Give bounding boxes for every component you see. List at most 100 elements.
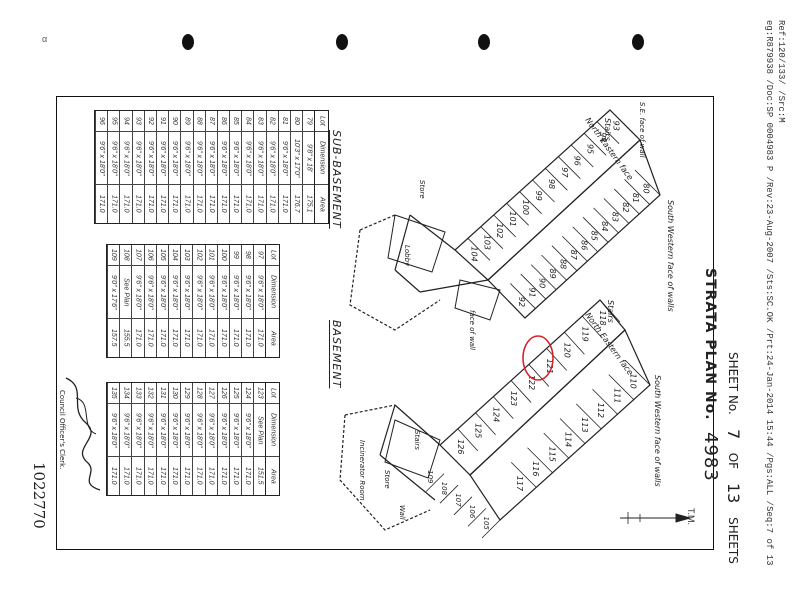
lot-boundary xyxy=(541,254,567,281)
stairs-label-upper: Stairs xyxy=(603,118,612,141)
lot-boundary xyxy=(493,214,517,238)
lot-boundary xyxy=(564,331,585,355)
lot-number: 96 xyxy=(573,156,582,166)
table-cell: 9'6" x 18'0" xyxy=(144,132,156,185)
lot-number: 87 xyxy=(569,250,578,261)
table-cell: 95 xyxy=(108,111,120,132)
table-cell: 132 xyxy=(144,383,156,404)
table-cell: 84 xyxy=(242,111,254,132)
table-cell: 97 xyxy=(254,245,266,266)
lot-boundary xyxy=(624,179,650,205)
table-cell: 171.0 xyxy=(207,329,215,347)
table-header-cell: Area xyxy=(318,196,326,212)
lot-number: 119 xyxy=(580,326,589,341)
lot-boundary xyxy=(481,519,501,539)
lot-boundary xyxy=(558,156,581,179)
wall-label: Wall xyxy=(398,505,406,520)
table-cell: 9'6" x 18'0" xyxy=(205,404,217,457)
table-cell: 171.0 xyxy=(134,329,142,347)
table-cell: 9'6" x 18'0" xyxy=(156,266,168,319)
signature xyxy=(65,377,101,491)
table-cell: 171.0 xyxy=(268,195,276,213)
table-cell: 9'6" x 18'0" xyxy=(229,404,242,457)
stamp-line-2: Ref:120/133/ /Src:M xyxy=(776,20,786,123)
table-cell: 9'6" x 18'0" xyxy=(132,266,144,319)
table-cell: 9'6" x 18'0" xyxy=(168,404,181,457)
table-header-cell: Lot xyxy=(266,245,280,266)
lot-boundary xyxy=(583,133,607,156)
table-header-cell: Lot xyxy=(266,383,280,404)
table-cell: 171.0 xyxy=(183,195,191,213)
table-cell: 127 xyxy=(205,383,217,404)
table-cell: 9'6" x 18'0" xyxy=(181,132,193,185)
lot-number: 94 xyxy=(599,132,608,142)
lot-boundary xyxy=(528,364,550,387)
basement-label: BASEMENT xyxy=(330,320,343,389)
lot-number: 89 xyxy=(548,269,557,279)
table-cell: 9'6" x 18'0" xyxy=(168,266,181,319)
table-cell: 107 xyxy=(132,245,144,266)
lot-number: 95 xyxy=(586,144,595,154)
lot-number: 113 xyxy=(580,417,589,432)
table-cell: 9'6" x 18'0" xyxy=(108,132,120,185)
sheet-suffix: SHEETS xyxy=(726,517,740,564)
table-cell: See Plan xyxy=(120,266,132,319)
table-cell: 9'6" x 18'0" xyxy=(266,132,278,185)
table-cell: 134 xyxy=(120,383,132,404)
table-cell: 80 xyxy=(291,111,303,132)
table-cell: 101 xyxy=(205,245,217,266)
lot-boundary xyxy=(624,359,651,386)
table-cell: 82 xyxy=(266,111,278,132)
sheet-label: SHEET No. xyxy=(726,352,740,415)
table-cell: 9'6" x 18'0" xyxy=(193,132,205,185)
table-cell: 171.0 xyxy=(244,329,252,347)
table-cell: 151.5 xyxy=(256,467,264,485)
table-cell: 171.0 xyxy=(171,467,179,485)
table-cell: 171.0 xyxy=(146,329,154,347)
lot-boundary xyxy=(519,191,542,214)
face-of-wall-label: face of wall xyxy=(468,310,476,350)
lot-number: 126 xyxy=(456,439,465,454)
document-ref: 1022770 xyxy=(30,462,48,529)
stairs-label-lobby: Stairs xyxy=(413,430,421,450)
sheet-total: 13 xyxy=(724,482,743,504)
lot-number: 125 xyxy=(474,423,483,438)
table-cell: 155.5 xyxy=(122,329,130,347)
table-cell: 171.0 xyxy=(219,195,227,213)
table-cell: 88 xyxy=(193,111,205,132)
table-cell: 171.0 xyxy=(195,467,203,485)
lot-boundary xyxy=(532,179,555,203)
table-cell: 9'6" x 18'0" xyxy=(230,132,242,185)
lot-number: 101 xyxy=(508,211,517,226)
lot-number: 117 xyxy=(515,476,524,492)
table-cell: 100 xyxy=(217,245,229,266)
table-header-cell: Area xyxy=(269,330,277,346)
table-cell: 94 xyxy=(120,111,132,132)
table-cell: 133 xyxy=(132,383,144,404)
table-cell: 104 xyxy=(168,245,181,266)
table-cell: 171.0 xyxy=(231,467,239,485)
table-cell: 10'3" x 17'0" xyxy=(291,132,303,185)
lot-boundary xyxy=(510,380,532,403)
lot-number: 105 xyxy=(482,517,490,531)
table-cell: 171.0 xyxy=(110,195,118,213)
lot-boundary xyxy=(527,447,553,474)
lot-boundary xyxy=(545,168,568,191)
table-cell: 171.0 xyxy=(183,329,191,347)
table-cell: 9'6" x 18'0" xyxy=(193,404,205,457)
